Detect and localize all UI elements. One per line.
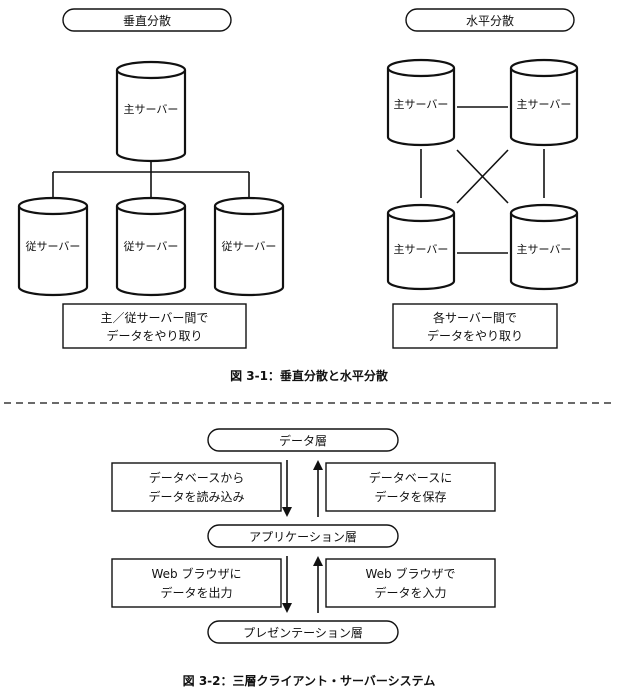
- horizontal-distribution-title-text: 水平分散: [466, 13, 514, 28]
- presentation-layer-label: プレゼンテーション層: [243, 626, 363, 640]
- application-layer-label: アプリケーション層: [249, 530, 357, 544]
- lower-left-line1: Web ブラウザに: [152, 566, 242, 581]
- upper-left-line1: データベースから: [149, 470, 244, 485]
- upper-right-line1: データベースに: [369, 470, 452, 485]
- vertical-sub-server-3: 従サーバー: [213, 196, 285, 297]
- server-bottom-right-label: 主サーバー: [517, 243, 572, 256]
- horizontal-distribution-title: 水平分散: [405, 8, 575, 32]
- horizontal-note-line1: 各サーバー間で: [433, 310, 517, 325]
- horizontal-server-top-right: 主サーバー: [509, 58, 579, 147]
- vertical-sub-server-2: 従サーバー: [115, 196, 187, 297]
- vertical-sub-server-1: 従サーバー: [17, 196, 89, 297]
- sub-server-2-label: 従サーバー: [124, 240, 179, 253]
- sub-server-1-label: 従サーバー: [26, 240, 81, 253]
- vertical-note-box: 主／従サーバー間で データをやり取り: [62, 303, 247, 349]
- lower-left-box: Web ブラウザに データを出力: [111, 558, 282, 608]
- horizontal-server-bottom-right: 主サーバー: [509, 203, 579, 291]
- vertical-distribution-title-text: 垂直分散: [123, 13, 171, 28]
- lower-right-box: Web ブラウザで データを入力: [325, 558, 496, 608]
- upper-left-box: データベースから データを読み込み: [111, 462, 282, 512]
- upper-right-line2: データを保存: [374, 489, 446, 504]
- horizontal-mesh-connections: [420, 106, 545, 254]
- data-layer-label: データ層: [279, 433, 327, 448]
- horizontal-note-line2: データをやり取り: [427, 328, 523, 343]
- server-top-left-label: 主サーバー: [394, 98, 449, 111]
- lower-right-line2: データを入力: [374, 585, 446, 600]
- vertical-main-server-label: 主サーバー: [124, 103, 179, 116]
- presentation-layer: プレゼンテーション層: [207, 620, 399, 644]
- application-layer: アプリケーション層: [207, 524, 399, 548]
- server-bottom-left-label: 主サーバー: [394, 243, 449, 256]
- vertical-note-line1: 主／従サーバー間で: [101, 311, 209, 325]
- upper-right-box: データベースに データを保存: [325, 462, 496, 512]
- vertical-tree-connector: [52, 161, 250, 198]
- vertical-main-server: 主サーバー: [115, 60, 187, 163]
- vertical-distribution-title: 垂直分散: [62, 8, 232, 32]
- sub-server-3-label: 従サーバー: [222, 240, 277, 253]
- vertical-note-line2: データをやり取り: [106, 328, 202, 343]
- horizontal-server-top-left: 主サーバー: [386, 58, 456, 147]
- data-layer: データ層: [207, 428, 399, 452]
- horizontal-server-bottom-left: 主サーバー: [386, 203, 456, 291]
- lower-right-line1: Web ブラウザで: [366, 566, 456, 581]
- figure-3-2-caption: 図 3-2：三層クライアント・サーバーシステム: [183, 674, 436, 688]
- server-top-right-label: 主サーバー: [517, 98, 572, 111]
- upper-left-line2: データを読み込み: [148, 489, 244, 504]
- horizontal-note-box: 各サーバー間で データをやり取り: [392, 303, 558, 349]
- figure-3-1-caption: 図 3-1：垂直分散と水平分散: [230, 368, 389, 383]
- lower-left-line2: データを出力: [160, 585, 232, 600]
